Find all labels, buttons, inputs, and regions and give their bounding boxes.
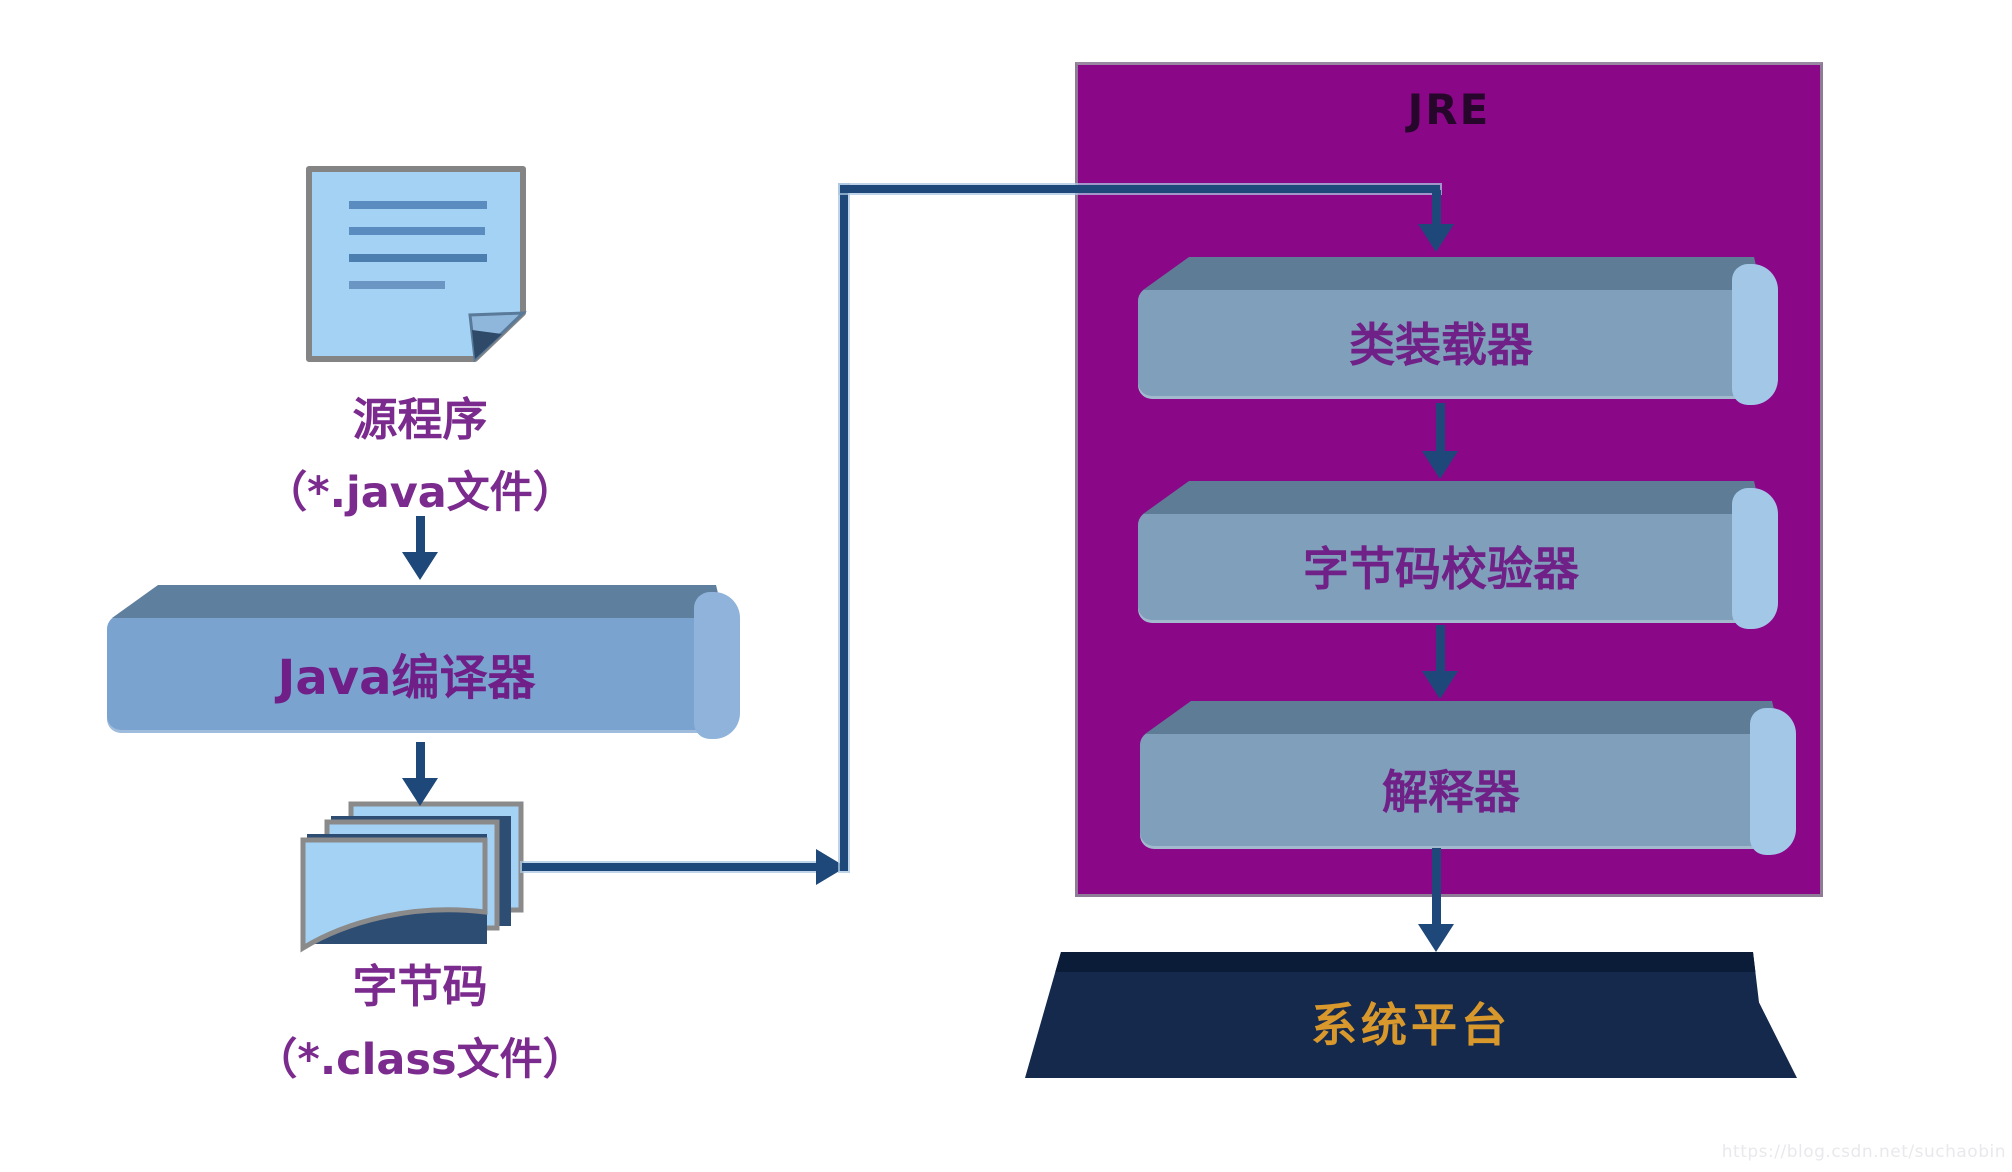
box-right-bevel bbox=[1732, 488, 1778, 629]
system-platform-box: 系统平台 bbox=[1025, 952, 1797, 1078]
bytecode-verifier-label: 字节码校验器 bbox=[1303, 542, 1579, 596]
arrow-down-icon bbox=[1418, 224, 1454, 252]
arrow-down-icon bbox=[1422, 671, 1458, 699]
bytecode-label-line2: （*.class文件） bbox=[254, 1035, 586, 1085]
jre-container: JRE 类装载器 字节码校验器 解释器 bbox=[1075, 62, 1823, 897]
connector-line-horizontal-2 bbox=[840, 185, 1440, 193]
java-compiler-label: Java编译器 bbox=[277, 650, 536, 706]
platform-top-bevel bbox=[1055, 952, 1757, 972]
system-platform-label: 系统平台 bbox=[1311, 998, 1511, 1052]
source-label: 源程序 （*.java文件） bbox=[145, 383, 695, 520]
source-label-line1: 源程序 bbox=[352, 393, 488, 446]
arrow-down-icon bbox=[402, 778, 438, 806]
arrow-stem bbox=[1431, 190, 1441, 224]
arrow-stem bbox=[415, 742, 425, 778]
source-label-line2: （*.java文件） bbox=[264, 468, 576, 518]
box-top-bevel bbox=[1143, 257, 1762, 290]
jre-title: JRE bbox=[1407, 85, 1491, 134]
document-file-icon bbox=[306, 166, 527, 363]
connector-line-horizontal-1 bbox=[522, 863, 818, 871]
arrow-compiler-to-bytecode bbox=[402, 742, 438, 806]
box-face bbox=[1138, 287, 1752, 399]
interpreter-label: 解释器 bbox=[1382, 765, 1520, 819]
arrow-loader-to-verifier bbox=[1422, 403, 1458, 479]
interpreter-box: 解释器 bbox=[1140, 701, 1796, 855]
arrow-stem bbox=[415, 516, 425, 552]
arrow-stem bbox=[1431, 848, 1441, 924]
box-right-bevel bbox=[1732, 264, 1778, 405]
box-top-bevel bbox=[112, 585, 724, 618]
csdn-watermark: https://blog.csdn.net/suchaobin bbox=[1721, 1142, 2006, 1162]
class-loader-label: 类装载器 bbox=[1349, 318, 1533, 372]
arrow-down-icon bbox=[1418, 924, 1454, 952]
bytecode-verifier-box: 字节码校验器 bbox=[1138, 481, 1778, 629]
box-face bbox=[1138, 511, 1752, 623]
connector-arrow-into-jre bbox=[1418, 190, 1454, 252]
box-top-bevel bbox=[1145, 701, 1780, 734]
arrow-stem bbox=[1435, 625, 1445, 671]
arrow-jre-to-platform bbox=[1418, 848, 1454, 952]
arrow-down-icon bbox=[1422, 451, 1458, 479]
arrow-verifier-to-interpreter bbox=[1422, 625, 1458, 699]
arrow-stem bbox=[1435, 403, 1445, 451]
box-top-bevel bbox=[1143, 481, 1762, 514]
java-compiler-box: Java编译器 bbox=[107, 585, 740, 739]
arrow-down-icon bbox=[402, 552, 438, 580]
box-right-bevel bbox=[1750, 708, 1796, 855]
class-loader-box: 类装载器 bbox=[1138, 257, 1778, 405]
platform-body bbox=[1025, 952, 1797, 1078]
bytecode-label-line1: 字节码 bbox=[352, 960, 488, 1013]
box-face bbox=[1140, 731, 1770, 849]
bytecode-label: 字节码 （*.class文件） bbox=[145, 950, 695, 1087]
connector-line-vertical bbox=[840, 185, 848, 871]
box-face bbox=[107, 615, 714, 733]
stacked-class-files-icon bbox=[300, 801, 524, 953]
box-right-bevel bbox=[694, 592, 740, 739]
arrow-source-to-compiler bbox=[402, 516, 438, 580]
